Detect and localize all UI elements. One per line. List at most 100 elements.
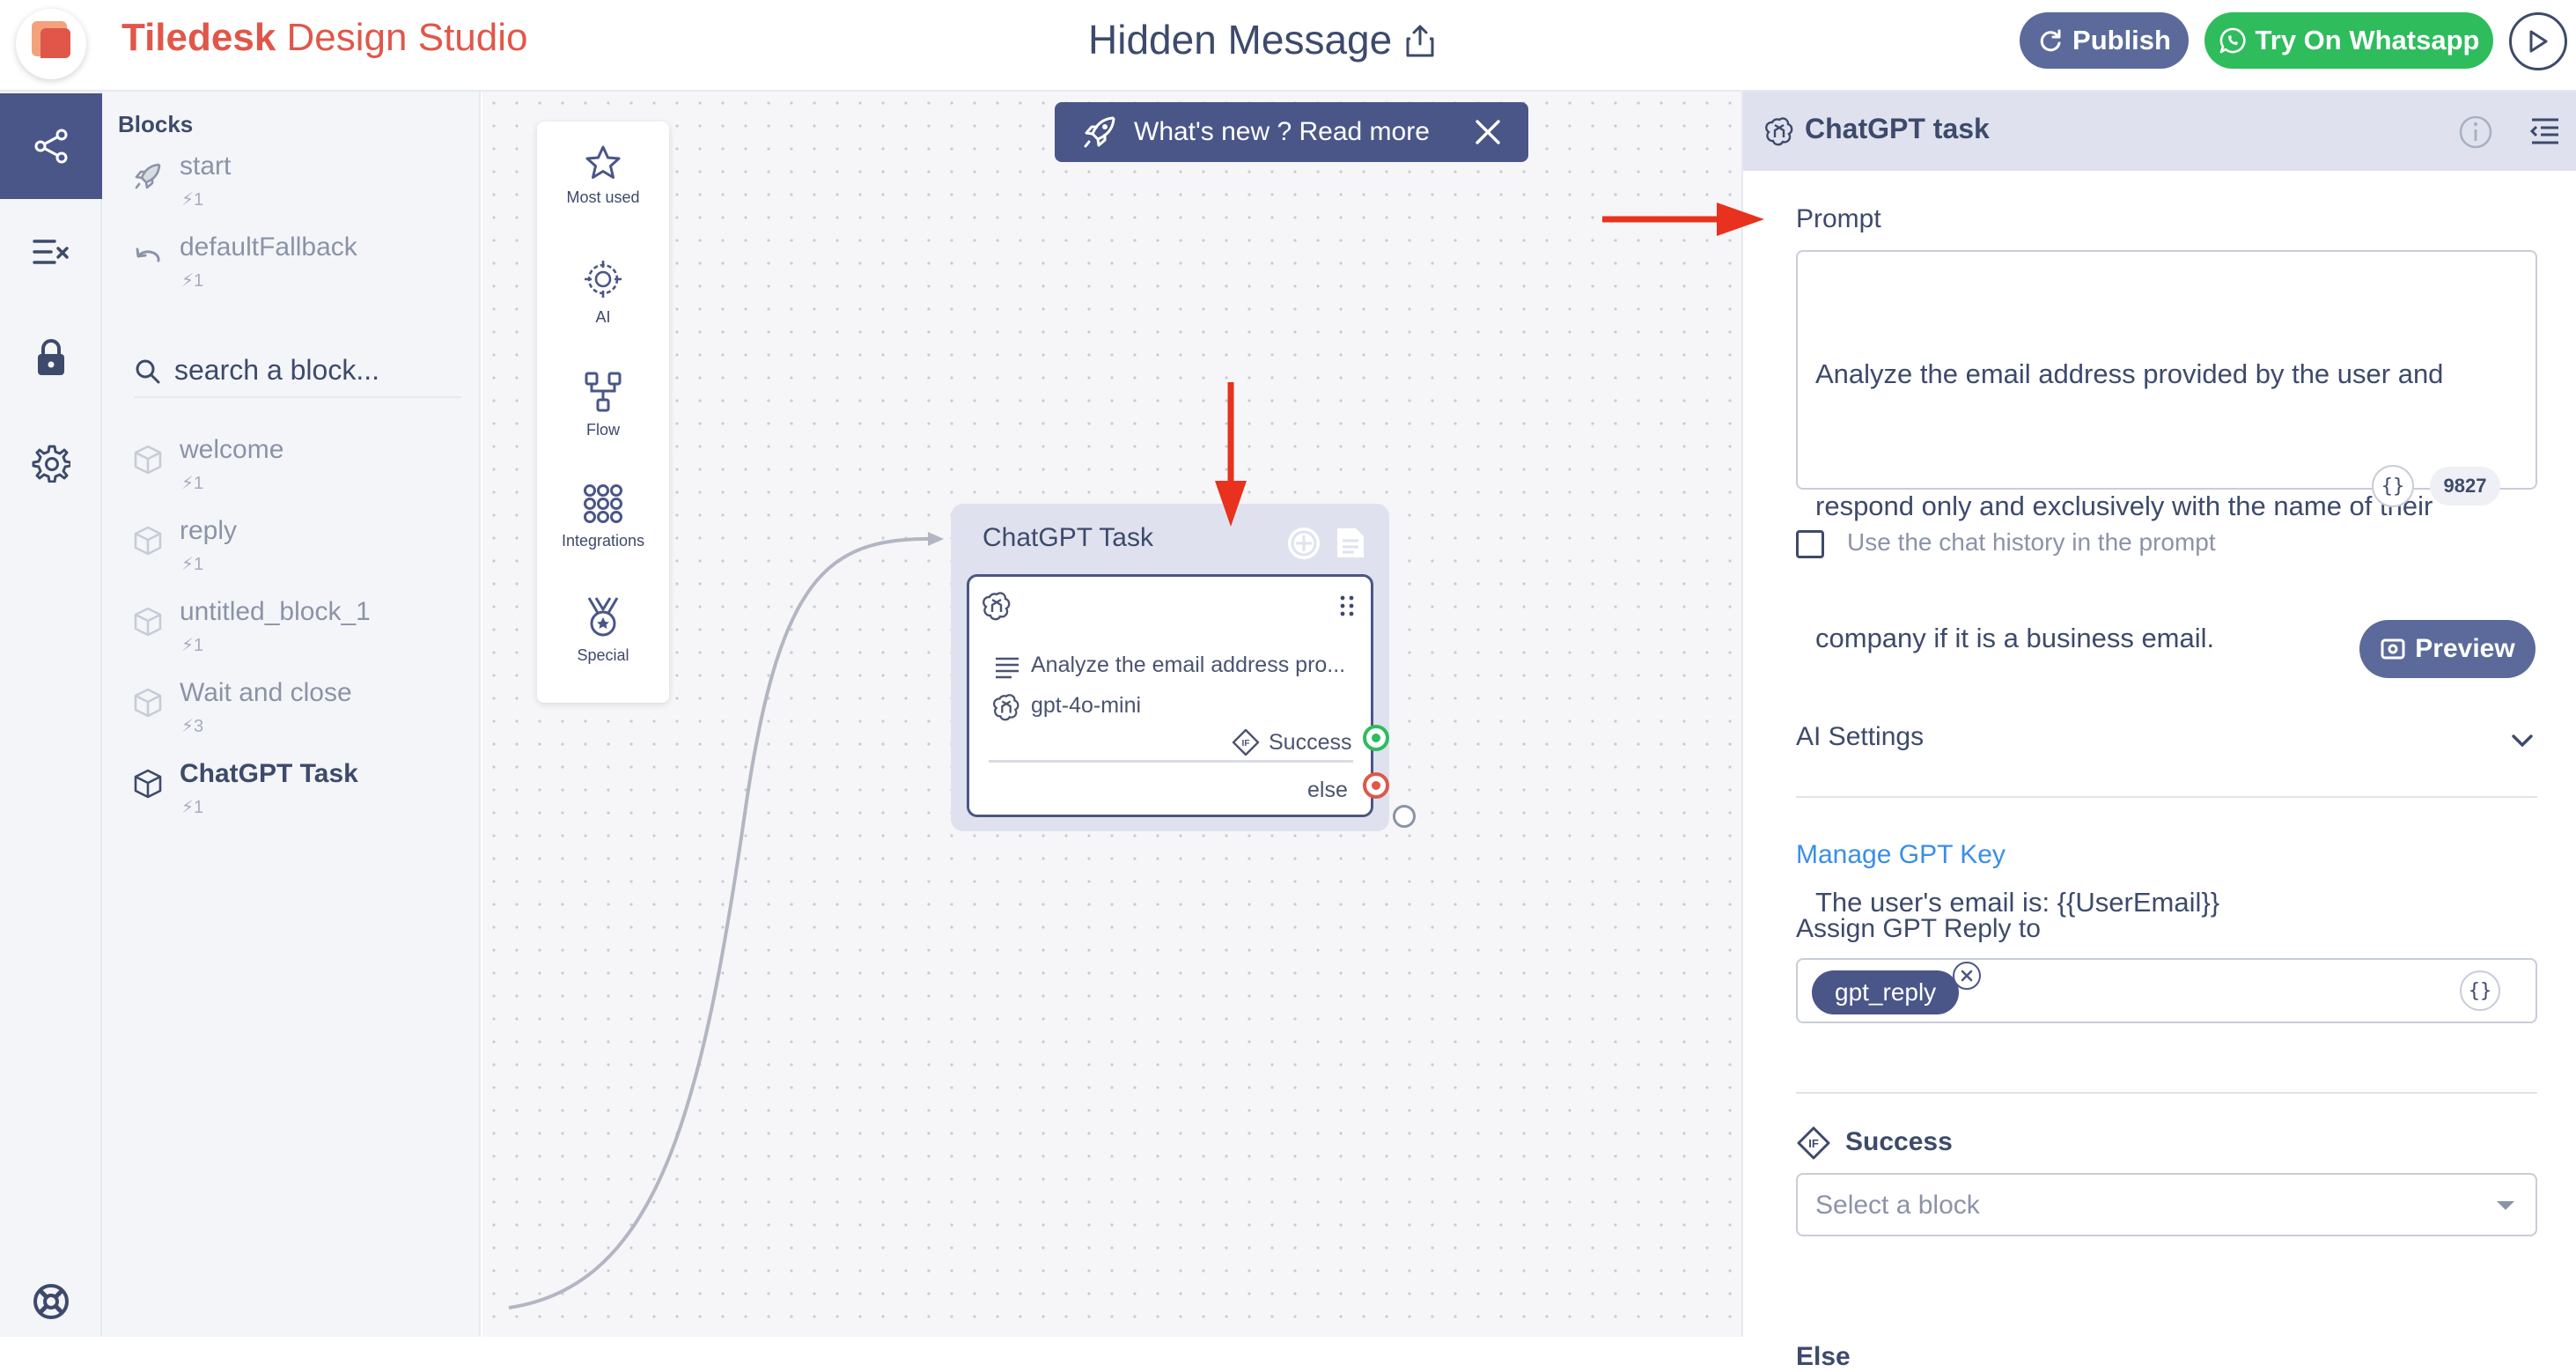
svg-text:IF: IF [1808,1137,1819,1150]
insert-variable-button[interactable]: {} [2460,970,2500,1011]
palette-integrations[interactable]: Integrations [537,460,669,565]
rail-help-button[interactable] [0,1249,102,1354]
preview-eye-icon [2381,638,2405,660]
prompt-line: Analyze the email address provided by th… [1815,358,2444,389]
block-connections-count: ⚡1 [181,190,204,210]
app-brand: Tiledesk Design Studio [121,16,527,60]
prompt-label: Prompt [1796,204,1881,233]
prompt-textarea[interactable]: Analyze the email address provided by th… [1796,250,2537,918]
cube-icon [134,445,162,475]
block-item-untitled-block-1[interactable]: untitled_block_1 ⚡1 [132,597,467,668]
flow-title[interactable]: Hidden Message [1088,17,1393,63]
condition-if-icon: IF [1232,728,1260,756]
node-else-label: else [1307,778,1348,802]
node-action-card[interactable]: Analyze the email address pro... gpt-4o-… [967,574,1373,817]
prompt-line: respond only and exclusively with the na… [1815,491,2433,521]
rail-intents-button[interactable] [0,199,102,305]
block-item-defaultfallback[interactable]: defaultFallback ⚡1 [132,232,467,303]
rail-security-button[interactable] [0,305,102,410]
node-model: gpt-4o-mini [1031,693,1142,718]
block-name: welcome [180,435,284,464]
chat-history-label: Use the chat history in the prompt [1847,528,2216,556]
block-connections-count: ⚡1 [181,474,204,493]
palette-most-used[interactable]: Most used [537,122,669,227]
chip-remove-button[interactable] [1953,962,1981,990]
drag-handle-icon[interactable] [1339,594,1355,617]
block-connections-count: ⚡1 [181,636,204,655]
else-output-port[interactable] [1363,772,1389,799]
block-name: start [180,151,232,181]
block-item-chatgpt-task[interactable]: ChatGPT Task ⚡1 [132,759,467,830]
block-search-field[interactable]: search a block... [134,349,461,398]
close-icon[interactable] [1474,118,1502,146]
success-block-select[interactable]: Select a block [1796,1173,2537,1236]
share-icon[interactable] [1405,23,1435,58]
lock-icon [38,339,64,375]
prompt-line: ​ [1815,749,2518,793]
palette-flow[interactable]: Flow [537,347,669,453]
extra-output-port[interactable] [1393,805,1416,828]
prompt-line: company if it is a business email. [1815,623,2215,653]
openai-logo-icon[interactable] [1285,525,1322,562]
whats-new-banner[interactable]: What's new ? Read more [1055,102,1528,162]
block-detail-panel: ChatGPT task Prompt Analyze the email ad… [1741,92,2576,1371]
rail-flow-button[interactable] [0,93,102,199]
blocks-sidebar: Blocks start ⚡1 defaultFallback ⚡1 searc… [102,92,481,1337]
chatgpt-task-node[interactable]: ChatGPT Task Analyze the email address p… [951,504,1416,831]
palette-label: Special [577,646,629,664]
assign-reply-field[interactable]: gpt_reply {} [1796,958,2537,1023]
gear-icon [32,445,70,483]
block-type-palette: Most used AI Flow Integratio [537,122,669,703]
info-icon[interactable] [2458,114,2493,150]
else-label: Else [1796,1342,1851,1371]
block-item-reply[interactable]: reply ⚡1 [132,516,467,586]
block-item-wait-and-close[interactable]: Wait and close ⚡3 [132,678,467,749]
blocks-heading: Blocks [118,111,194,137]
try-on-whatsapp-button[interactable]: Try On Whatsapp [2204,12,2493,69]
block-item-start[interactable]: start ⚡1 [132,151,467,222]
palette-label: Integrations [561,532,645,550]
search-icon [136,359,160,384]
annotation-arrow-down [1215,382,1247,527]
prompt-char-count: 9827 [2430,467,2500,505]
whatsapp-label: Try On Whatsapp [2255,25,2480,55]
block-name: untitled_block_1 [180,597,371,626]
block-item-welcome[interactable]: welcome ⚡1 [132,435,467,505]
block-connections-count: ⚡3 [181,717,204,736]
cube-icon [134,526,162,556]
block-connections-count: ⚡1 [181,555,204,574]
collapse-panel-icon[interactable] [2528,116,2560,146]
section-divider [1796,1092,2537,1094]
cube-icon [134,769,162,799]
preview-button[interactable]: Preview [2359,620,2536,678]
variable-chip[interactable]: gpt_reply [1812,970,1960,1014]
chat-history-checkbox[interactable] [1796,530,1824,558]
palette-label: AI [595,308,611,326]
select-placeholder: Select a block [1815,1191,1980,1220]
brand-bold: Tiledesk [121,16,276,59]
annotation-arrow-right [1602,203,1764,236]
test-play-button[interactable] [2509,12,2567,70]
assign-reply-label: Assign GPT Reply to [1796,914,2041,943]
list-check-icon [33,240,69,264]
chevron-down-icon[interactable] [2511,733,2534,749]
node-prompt-preview: Analyze the email address pro... [1031,653,1346,677]
manage-gpt-key-link[interactable]: Manage GPT Key [1796,840,2006,869]
ai-settings-toggle[interactable]: AI Settings [1796,722,1925,751]
node-divider [989,760,1353,763]
connector-line [508,532,944,1309]
palette-ai[interactable]: AI [537,234,669,340]
insert-variable-button[interactable]: {} [2372,465,2414,507]
success-output-port[interactable] [1363,725,1389,751]
top-header: Tiledesk Design Studio Hidden Message Pu… [0,0,2576,92]
dropdown-arrow-icon [2497,1201,2514,1210]
success-label: Success [1845,1127,1953,1156]
logo-shape-front [40,28,70,58]
rail-settings-button[interactable] [0,410,102,516]
tiledesk-logo[interactable] [16,9,86,79]
close-icon [1961,970,1973,982]
note-icon[interactable] [1335,525,1366,560]
publish-button[interactable]: Publish [2020,12,2189,69]
palette-special[interactable]: Special [537,572,669,678]
whats-new-text: What's new ? Read more [1134,117,1430,146]
